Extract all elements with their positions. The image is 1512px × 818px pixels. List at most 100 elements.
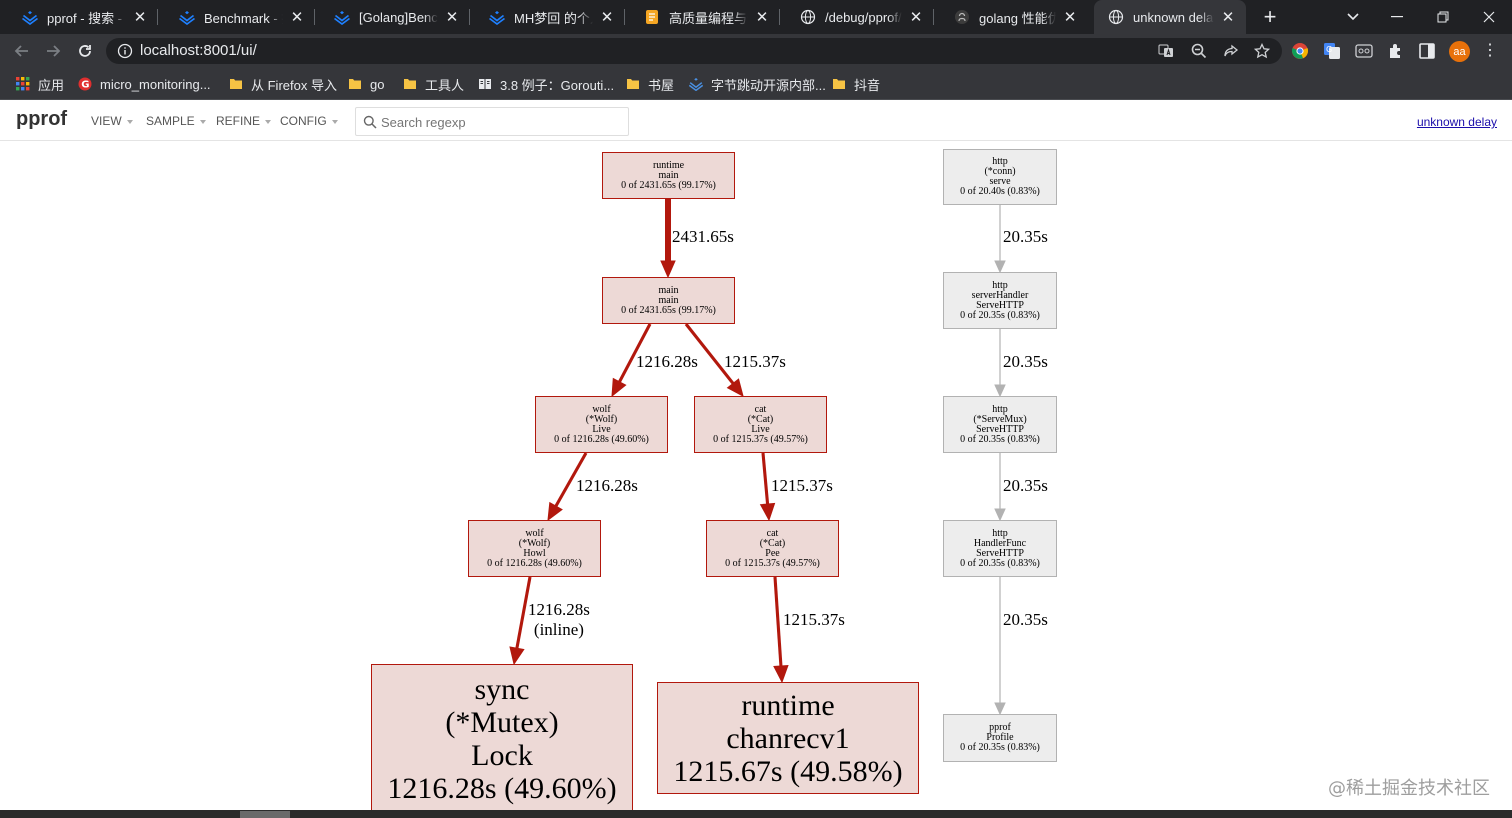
graph-edge-arrowhead: [547, 501, 563, 522]
browser-tab[interactable]: [Golang]Benchmark✕: [320, 0, 470, 34]
bookmark-item[interactable]: 工具人: [403, 75, 464, 93]
browser-toolbar: localhost:8001/ui/ G aa ⋮: [0, 34, 1512, 68]
node-label-line: 0 of 20.40s (0.83%): [960, 186, 1040, 197]
bookmark-item[interactable]: 书屋: [626, 75, 674, 93]
menu-config[interactable]: CONFIG: [280, 114, 338, 128]
close-tab-icon[interactable]: ✕: [755, 9, 769, 26]
graph-edge-arrowhead: [611, 377, 627, 398]
browser-tab-strip: pprof - 搜索 - 掘金✕Benchmark - 搜索✕[Golang]B…: [0, 0, 1512, 34]
node-label-line: 0 of 1215.37s (49.57%): [725, 557, 820, 569]
globe-icon: [800, 9, 816, 25]
node-label-line: main: [658, 294, 679, 306]
menu-sample[interactable]: SAMPLE: [146, 114, 206, 128]
chrome-extension-icon[interactable]: [1291, 42, 1309, 60]
browser-tab[interactable]: Benchmark - 搜索✕: [165, 0, 315, 34]
bookmark-item[interactable]: 字节跳动开源内部...: [689, 75, 826, 93]
search-input[interactable]: [381, 112, 621, 132]
graph-edge[interactable]: [554, 452, 588, 507]
site-info-icon[interactable]: [117, 43, 133, 59]
profile-avatar[interactable]: aa: [1449, 41, 1470, 62]
browser-tab[interactable]: golang 性能优化✕: [940, 0, 1088, 34]
close-tab-icon[interactable]: ✕: [909, 9, 923, 26]
restore-icon[interactable]: [1420, 0, 1466, 34]
share-icon[interactable]: [1223, 43, 1239, 59]
tab-search-icon[interactable]: [1330, 0, 1376, 34]
horizontal-scrollbar[interactable]: [0, 810, 1512, 818]
edge-label: 20.35s: [1003, 352, 1048, 371]
menu-refine[interactable]: REFINE: [216, 114, 272, 128]
svg-text:G: G: [1326, 45, 1332, 54]
browser-tab[interactable]: /debug/pprof/ ✕: [786, 0, 934, 34]
node-label-line: http: [992, 527, 1008, 539]
book-icon: [479, 79, 491, 89]
profile-name-link[interactable]: unknown delay: [1416, 115, 1497, 129]
call-graph-edges: [509, 199, 1006, 716]
back-button[interactable]: [8, 37, 36, 65]
chevron-down-icon: [126, 119, 133, 124]
node-label-line: sync: [474, 673, 530, 706]
graph-edge-arrowhead: [994, 384, 1006, 398]
reload-icon: [79, 45, 91, 57]
tab-title: /debug/pprof/: [825, 9, 902, 25]
new-tab-button[interactable]: +: [1263, 4, 1277, 29]
node-label-line: Lock: [471, 739, 533, 772]
edge-label: 1215.37s: [724, 352, 786, 371]
node-label-line: wolf: [592, 403, 611, 415]
node-label-line: 0 of 20.35s (0.83%): [960, 557, 1040, 569]
bookmark-item[interactable]: 3.8 例子：Gorouti...: [478, 75, 614, 93]
close-tab-icon[interactable]: ✕: [600, 9, 614, 26]
tab-favicon: [22, 9, 38, 25]
close-tab-icon[interactable]: ✕: [445, 9, 459, 26]
graph-edge[interactable]: [618, 323, 652, 383]
bookmark-star-icon[interactable]: [1254, 43, 1270, 59]
more-menu-icon[interactable]: ⋮: [1482, 42, 1498, 59]
extensions-puzzle-icon[interactable]: [1387, 42, 1405, 60]
zoom-icon[interactable]: [1191, 43, 1207, 59]
translate-icon[interactable]: [1158, 43, 1174, 59]
address-bar[interactable]: localhost:8001/ui/: [106, 38, 1282, 64]
bookmark-item[interactable]: 应用: [16, 75, 64, 93]
browser-tab[interactable]: pprof - 搜索 - 掘金✕: [8, 0, 158, 34]
google-translate-icon[interactable]: G: [1323, 42, 1341, 60]
browser-tab[interactable]: MH梦回 的个人主页✕: [475, 0, 625, 34]
browser-tab[interactable]: 高质量编程与性能✕: [630, 0, 780, 34]
bookmark-item[interactable]: 抖音: [832, 75, 880, 93]
svg-text:G: G: [81, 80, 89, 91]
reload-button[interactable]: [71, 37, 99, 65]
close-window-icon[interactable]: [1466, 0, 1512, 34]
search-box[interactable]: [355, 107, 629, 136]
node-label-line: Profile: [986, 732, 1014, 743]
scrollbar-thumb[interactable]: [240, 811, 290, 818]
menu-view[interactable]: VIEW: [91, 114, 133, 128]
graph-edge[interactable]: [515, 576, 532, 649]
bookmark-item[interactable]: go: [348, 75, 384, 93]
close-tab-icon[interactable]: ✕: [290, 9, 304, 26]
graph-edge[interactable]: [773, 576, 783, 667]
graph-edge[interactable]: [684, 323, 735, 385]
graph-edge[interactable]: [761, 452, 770, 505]
close-tab-icon[interactable]: ✕: [1221, 9, 1235, 26]
minimize-icon[interactable]: [1374, 0, 1420, 34]
side-panel-icon[interactable]: [1418, 42, 1436, 60]
close-tab-icon[interactable]: ✕: [133, 9, 147, 26]
forward-button[interactable]: [39, 37, 67, 65]
browser-tab[interactable]: unknown delay✕: [1094, 0, 1246, 34]
extension-mask-icon[interactable]: [1355, 42, 1373, 60]
bookmark-item[interactable]: 从 Firefox 导入: [229, 75, 337, 93]
close-tab-icon[interactable]: ✕: [1063, 9, 1077, 26]
